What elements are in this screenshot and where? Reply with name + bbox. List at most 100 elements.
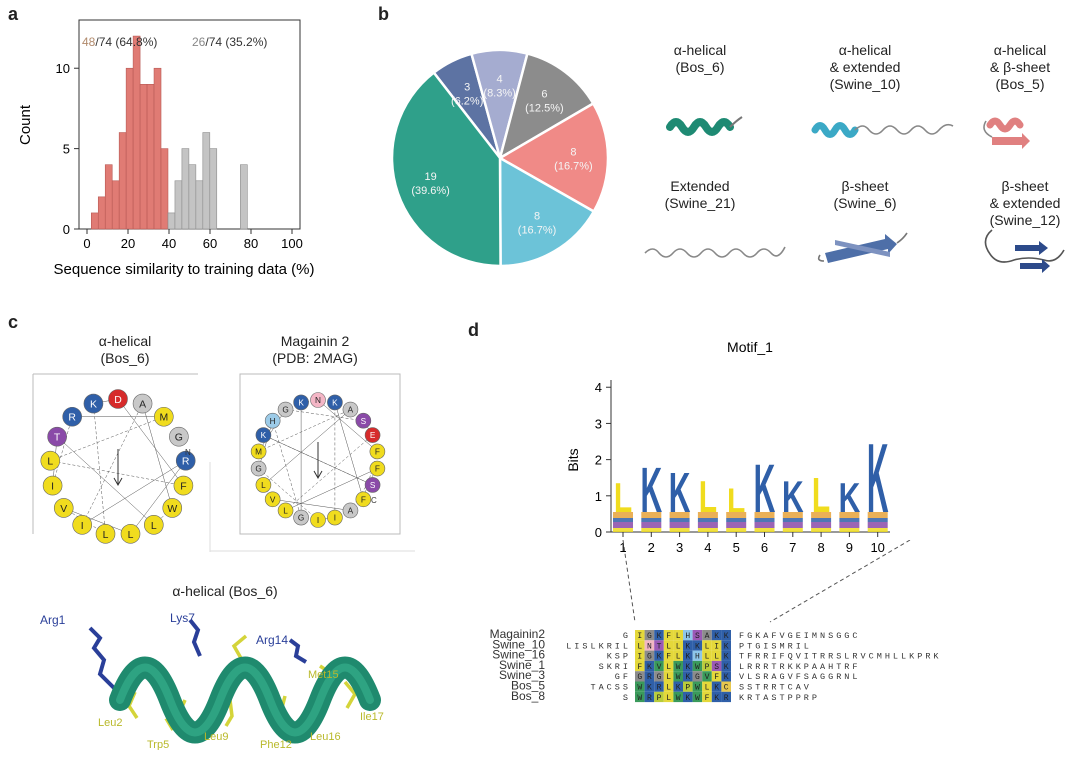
alignment-cell [711, 630, 722, 641]
pie-slice [498, 52, 595, 161]
wheel-residue-letter: L [47, 457, 53, 468]
wheel-residue-letter: F [375, 448, 380, 457]
structure-label-swine21: Extended(Swine_21) [664, 178, 736, 211]
wheel-residue [47, 426, 67, 447]
alignment-cell [683, 630, 693, 641]
alignment-cell-letter: W [637, 684, 642, 693]
structure-label-bos6: α-helical(Bos_6) [673, 42, 727, 75]
alignment-cell-letter: K [724, 653, 729, 662]
alignment-row-name: Magainin2 [490, 627, 546, 641]
logo-minor-band [613, 512, 633, 518]
alignment-cell-letter: I [714, 642, 719, 651]
wheel-residue [310, 392, 326, 408]
label-ile17: Ile17 [360, 711, 384, 723]
wheel-residue [364, 427, 381, 443]
label-arg1: Arg1 [40, 613, 66, 627]
wheel-residue-letter: L [128, 530, 134, 541]
alignment-suffix: VLSRAGVFSAGGRNL [739, 672, 861, 682]
alignment-cell-letter: V [705, 673, 710, 682]
helix-cartoon: Arg1 Lys7 Arg14 Leu2 Trp5 Leu9 Phe12 Leu… [40, 611, 384, 750]
histogram-bar [146, 84, 155, 230]
logo-minor-band [669, 512, 690, 518]
alignment-cell-letter: K [695, 642, 700, 651]
logo-minor-band [641, 512, 662, 518]
histogram-bar [111, 180, 120, 230]
alignment-cell [721, 630, 731, 641]
pie-label-count: 6 [541, 89, 547, 101]
moment-arrow-head [113, 477, 123, 487]
alignment-cell [673, 671, 683, 682]
wheel-residue [255, 477, 272, 493]
alignment-cell-letter: R [724, 694, 729, 703]
wheel-spoke [50, 416, 164, 461]
logo-letter: L [812, 467, 830, 523]
alignment-cell-letter: L [714, 653, 719, 662]
y-tick-label: 10 [56, 61, 70, 76]
wheel-residue [264, 491, 281, 508]
logo-x-tick-label: 5 [733, 540, 740, 555]
logo-y-tick-label: 2 [595, 453, 602, 468]
wheel-residue-letter: A [139, 400, 146, 411]
alignment-row-name: Bos_5 [511, 679, 545, 693]
logo-minor-band [754, 512, 775, 518]
alignment-cell-letter: S [714, 663, 719, 672]
logo-minor-band [867, 512, 888, 518]
alignment-cell-letter: W [676, 694, 681, 703]
alignment-guides [622, 540, 911, 623]
logo-minor-band [754, 528, 775, 532]
structure-label-swine12: β-sheet& extended(Swine_12) [989, 178, 1061, 228]
wheel-spoke [50, 460, 184, 486]
alignment-cell-letter: N [647, 642, 652, 651]
label-lys7: Lys7 [170, 611, 195, 625]
helix-bos6-image [666, 116, 743, 136]
logo-minor-band [669, 528, 690, 532]
wheel-residue [175, 450, 196, 471]
histogram-bar [209, 148, 218, 230]
wheel-residue-letter: R [68, 413, 76, 424]
alignment-prefix: TACSS [590, 683, 631, 693]
wheel-residue-letter: F [361, 495, 366, 504]
wheel-residue-letter: G [298, 514, 304, 523]
alignment-cell [692, 640, 703, 651]
label-met15: Met15 [308, 669, 339, 681]
wheel-spoke [334, 402, 364, 500]
logo-minor-band [839, 522, 860, 528]
logo-letter: L [614, 474, 632, 521]
wheel-residue [250, 443, 267, 460]
logo-x-tick-label: 1 [619, 540, 626, 555]
logo-minor-band [754, 518, 775, 522]
wheel-residue [264, 412, 281, 429]
wheel-residue-letter: D [114, 395, 122, 406]
alignment-suffix: KRTASTPPRP [739, 693, 820, 703]
logo-x-tick-label: 3 [676, 540, 683, 555]
logo-y-tick-label: 0 [595, 525, 602, 540]
wheel-residue-letter: K [261, 431, 267, 440]
wheel-residue-letter: E [370, 431, 376, 440]
alignment-cell-letter: W [676, 673, 681, 682]
x-tick-label: 60 [203, 236, 217, 251]
wheel-spoke [117, 398, 184, 486]
wheel-spoke [56, 436, 154, 525]
histogram-bar [174, 180, 183, 230]
alignment-cell [692, 671, 703, 682]
alignment-cell-letter: K [714, 694, 719, 703]
wheel-residue-letter: R [182, 457, 190, 468]
logo-letter: K [754, 451, 776, 528]
helix-extended-swine10-image [811, 122, 954, 138]
histogram-bar [125, 67, 134, 230]
label-leu16: Leu16 [310, 731, 341, 743]
alignment-cell-letter: R [647, 694, 652, 703]
pie-label-percent: (8.3%) [483, 88, 515, 100]
wheel-residue-letter: F [375, 465, 380, 474]
wheel-spoke [82, 460, 186, 526]
pie-slice [390, 70, 502, 268]
wheel-residue [355, 412, 372, 429]
alignment-cell-letter: W [695, 663, 700, 672]
wheel-residue [108, 389, 128, 409]
alignment-cell [654, 630, 664, 641]
alignment-cell [663, 630, 674, 641]
histogram-bar [139, 84, 148, 230]
